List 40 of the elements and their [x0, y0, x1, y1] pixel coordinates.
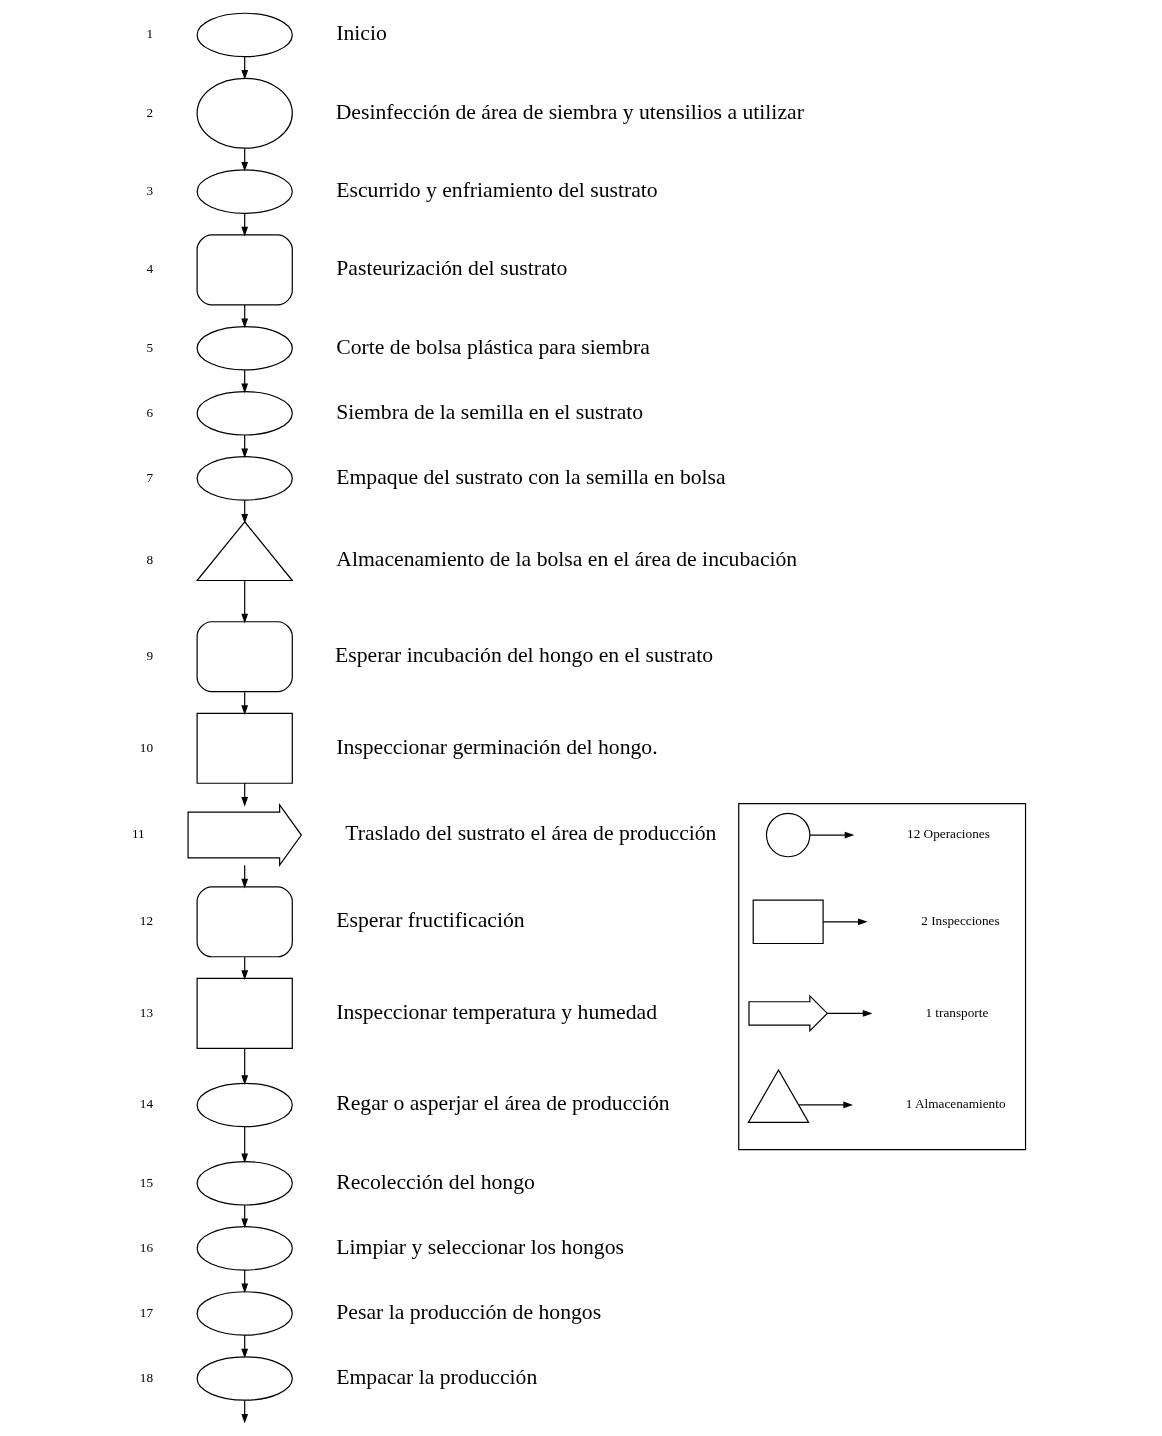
node-label: Empaque del sustrato con la semilla en bolsa: [335, 464, 726, 489]
node-label: Almacenamiento de la bolsa en el área de incubación: [335, 547, 797, 572]
node-label: 11: [131, 826, 145, 842]
node-label: 10: [139, 739, 153, 755]
node-label: 3: [146, 182, 153, 198]
node-label: 9: [146, 648, 153, 664]
node-label: Pesar la producción de hongos: [335, 1299, 601, 1324]
node-label: Inicio: [335, 21, 387, 46]
node-label: Regar o asperjar el área de producción: [335, 1091, 670, 1116]
node-label: Inspeccionar temperatura y humedad: [335, 999, 657, 1024]
node-label: 13: [139, 1004, 153, 1020]
node-label: Siembra de la semilla en el sustrato: [335, 399, 643, 424]
legend-label: 2 Inspecciones: [920, 913, 1000, 929]
node-label: 1: [146, 26, 153, 42]
node-label: Corte de bolsa plástica para siembra: [335, 334, 650, 359]
node-label: 5: [146, 339, 153, 355]
node-label: Esperar fructificación: [335, 908, 525, 933]
node-label: 8: [146, 552, 153, 568]
node-label: Traslado del sustrato el área de producción: [344, 821, 716, 846]
legend-label: 1 Almacenamiento: [905, 1096, 1006, 1112]
node-label: 17: [139, 1304, 153, 1320]
node-label: 12: [139, 913, 153, 929]
node-label: 2: [146, 104, 153, 120]
node-label: Desinfección de área de siembra y utensilios a utilizar: [335, 99, 804, 124]
node-label: Limpiar y seleccionar los hongos: [335, 1234, 624, 1259]
node-label: 18: [139, 1369, 153, 1385]
node-label: Empacar la producción: [335, 1364, 537, 1389]
node-label: 14: [139, 1096, 153, 1112]
legend-label: 1 transporte: [924, 1004, 988, 1020]
node-label: Pasteurización del sustrato: [335, 256, 567, 281]
legend-label: 12 Operaciones: [906, 826, 990, 842]
node-label: 15: [139, 1174, 153, 1190]
node-label: Recolección del hongo: [335, 1169, 535, 1194]
node-label: Esperar incubación del hongo en el sustrato: [334, 643, 713, 668]
node-label: 4: [146, 261, 153, 277]
node-label: 7: [146, 469, 153, 485]
node-label: Inspeccionar germinación del hongo.: [335, 734, 658, 759]
node-label: 6: [146, 404, 153, 420]
node-label: 16: [139, 1239, 153, 1255]
node-label: Escurrido y enfriamiento del sustrato: [335, 177, 658, 202]
